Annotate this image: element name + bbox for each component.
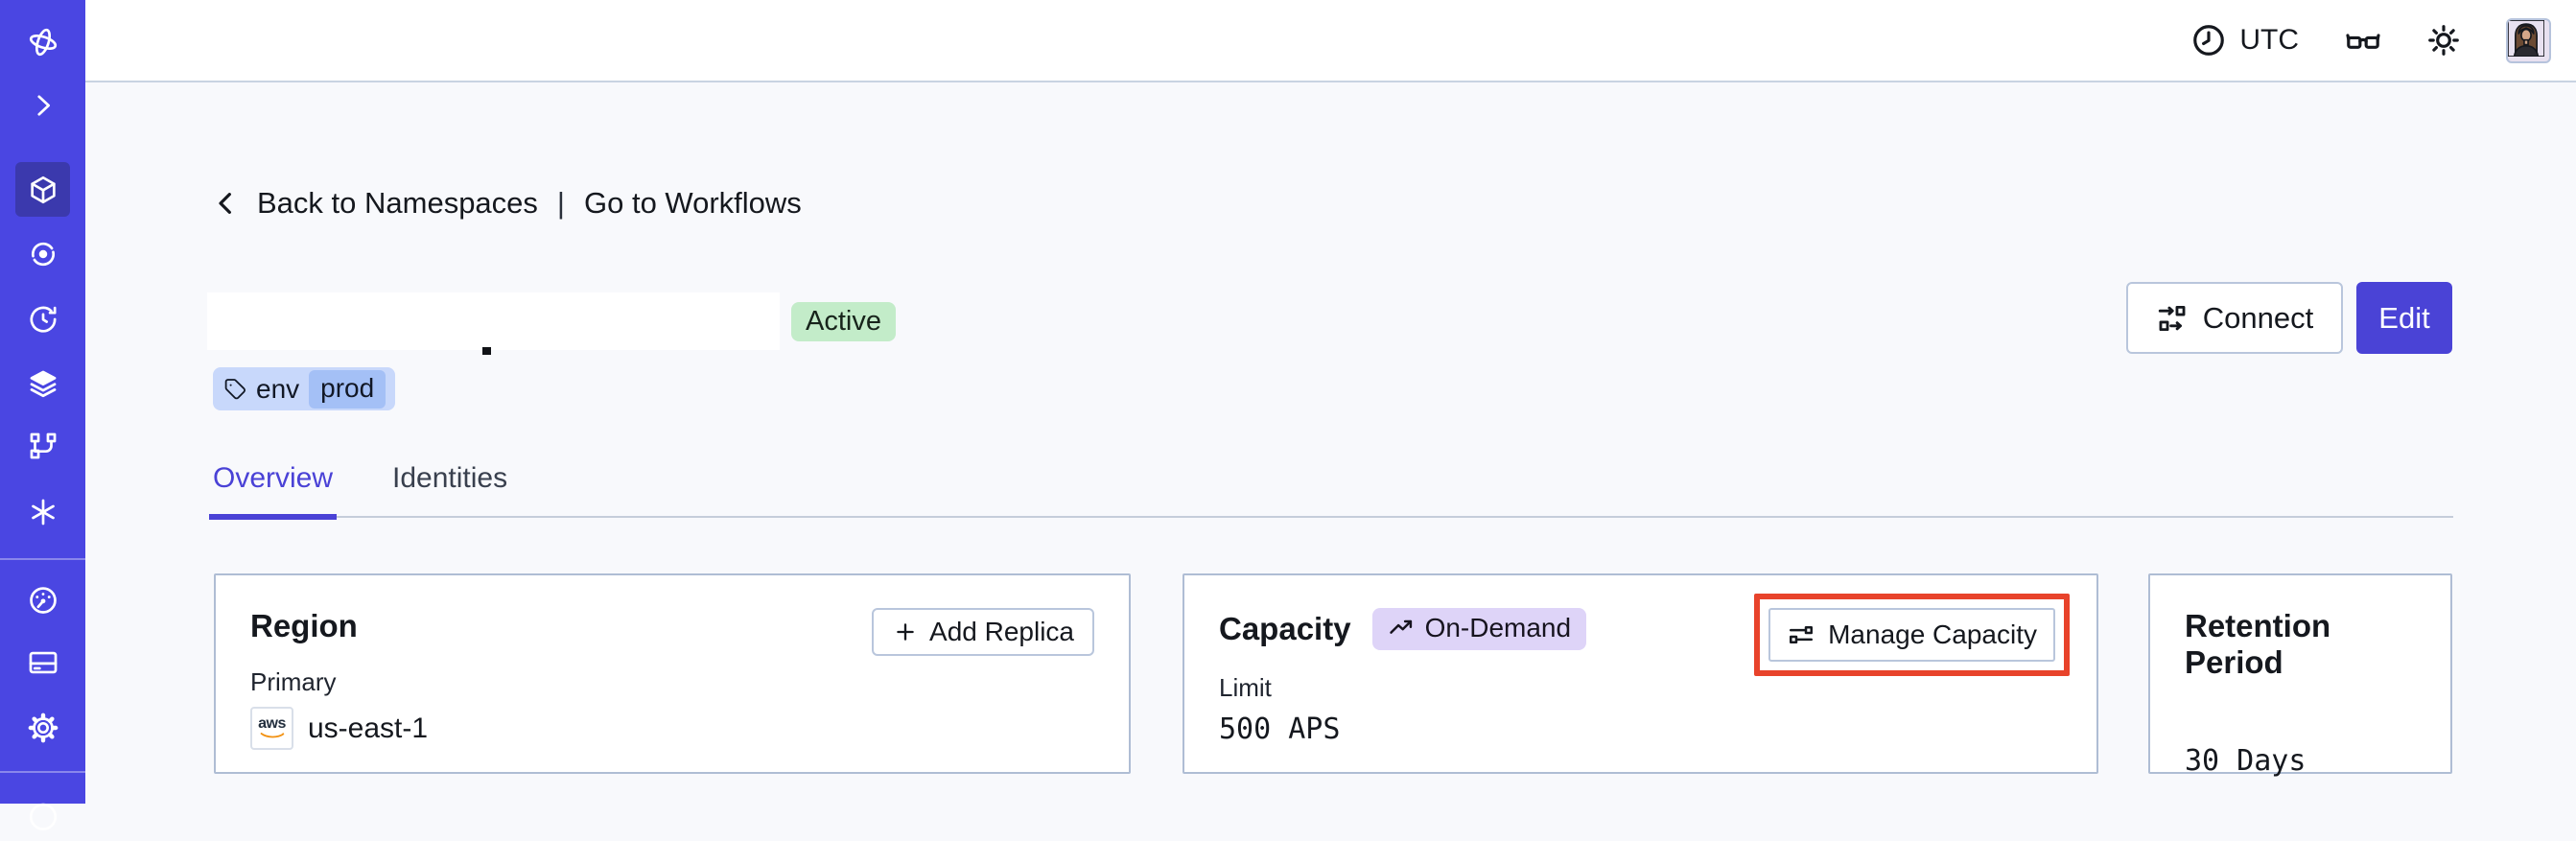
edit-button-label: Edit — [2378, 300, 2430, 335]
sidebar-item-namespaces[interactable] — [15, 162, 70, 217]
sliders-icon — [1790, 626, 1814, 644]
help-circle-icon — [29, 803, 57, 830]
app-window: UTC — [0, 0, 2576, 804]
manage-capacity-button[interactable]: Manage Capacity — [1768, 608, 2055, 662]
temporal-logo-icon — [29, 28, 57, 56]
retry-clock-icon — [29, 306, 57, 333]
capacity-card-title: Capacity — [1219, 611, 1351, 646]
region-value: us-east-1 — [308, 712, 429, 744]
capacity-card: Capacity On-Demand Manage Capacity — [1183, 573, 2098, 774]
gear-icon — [28, 713, 58, 742]
cube-icon — [30, 175, 56, 203]
limit-label: Limit — [1219, 673, 1272, 702]
sidebar-item-nexus[interactable] — [15, 226, 70, 281]
clock-icon — [2193, 25, 2225, 56]
nexus-icon — [31, 242, 55, 266]
sidebar-item-pipelines[interactable] — [15, 418, 70, 473]
connect-button[interactable]: Connect — [2126, 282, 2343, 354]
temporal-logo[interactable] — [15, 14, 70, 69]
namespace-tag: env prod — [213, 367, 396, 410]
sidebar-item-deployments[interactable] — [15, 356, 70, 410]
sun-icon — [2428, 25, 2459, 56]
sidebar-item-billing[interactable] — [15, 635, 70, 689]
status-badge: Active — [791, 302, 896, 341]
aws-logo-text: aws — [258, 715, 286, 732]
sidebar-item-settings[interactable] — [15, 700, 70, 755]
layers-icon — [30, 370, 56, 397]
credit-card-icon — [29, 651, 57, 673]
asterisk-icon — [31, 499, 55, 525]
sidebar-item-help[interactable] — [15, 786, 70, 841]
on-demand-badge: On-Demand — [1371, 608, 1587, 650]
breadcrumb-separator: | — [556, 186, 565, 220]
theme-toggle[interactable] — [2425, 22, 2462, 58]
region-card: Region Add Replica Primary aws us-east-1 — [214, 573, 1131, 774]
gauge-icon — [29, 586, 57, 614]
region-card-title: Region — [250, 608, 358, 643]
chevron-left-icon — [219, 193, 231, 214]
namespace-name-redacted — [207, 292, 780, 350]
breadcrumb-back-link[interactable]: Back to Namespaces — [257, 186, 538, 220]
annotation-highlight-box: Manage Capacity — [1754, 594, 2070, 676]
user-avatar[interactable] — [2506, 17, 2551, 63]
capacity-value: 500 APS — [1219, 713, 1341, 746]
timezone-selector[interactable]: UTC — [2190, 22, 2299, 58]
breadcrumb: Back to Namespaces | Go to Workflows — [211, 186, 802, 221]
tab-overview[interactable]: Overview — [209, 456, 338, 520]
plus-icon — [897, 623, 914, 641]
tag-value: prod — [309, 369, 386, 409]
tag-key: env — [256, 373, 300, 404]
chevron-right-icon — [36, 94, 50, 116]
connect-icon — [2158, 305, 2186, 331]
avatar-image — [2508, 19, 2545, 58]
sidebar-expand-button[interactable] — [15, 78, 70, 132]
main-content: Back to Namespaces | Go to Workflows Act… — [85, 82, 2576, 804]
sidebar-item-schedules[interactable] — [15, 292, 70, 346]
tab-bar: Overview Identities — [209, 456, 2453, 520]
sidebar-divider — [0, 558, 85, 560]
edit-button[interactable]: Edit — [2356, 282, 2452, 354]
aws-logo: aws — [250, 707, 293, 750]
sidebar-divider — [0, 771, 85, 773]
manage-capacity-label: Manage Capacity — [1828, 619, 2037, 649]
branch-icon — [30, 432, 56, 458]
on-demand-label: On-Demand — [1424, 613, 1572, 642]
add-replica-label: Add Replica — [929, 617, 1074, 646]
sidebar — [0, 0, 85, 830]
retention-card-title: Retention Period — [2185, 608, 2331, 680]
tag-icon — [224, 378, 246, 399]
add-replica-button[interactable]: Add Replica — [872, 608, 1094, 656]
trending-up-icon — [1389, 619, 1412, 634]
retention-value: 30 Days — [2185, 744, 2307, 778]
namespace-name-remnant — [482, 347, 491, 355]
topbar: UTC — [85, 0, 2576, 82]
connect-button-label: Connect — [2202, 300, 2314, 335]
primary-label: Primary — [250, 667, 337, 696]
labs-toggle[interactable] — [2345, 22, 2381, 58]
sidebar-item-usage[interactable] — [15, 572, 70, 627]
breadcrumb-workflows-link[interactable]: Go to Workflows — [583, 186, 802, 220]
retention-card: Retention Period 30 Days — [2148, 573, 2452, 778]
timezone-label: UTC — [2239, 24, 2299, 56]
aws-smile-arc — [260, 732, 284, 738]
tab-identities[interactable]: Identities — [392, 462, 508, 494]
sidebar-item-ai[interactable] — [15, 484, 70, 539]
glasses-icon — [2346, 34, 2380, 49]
